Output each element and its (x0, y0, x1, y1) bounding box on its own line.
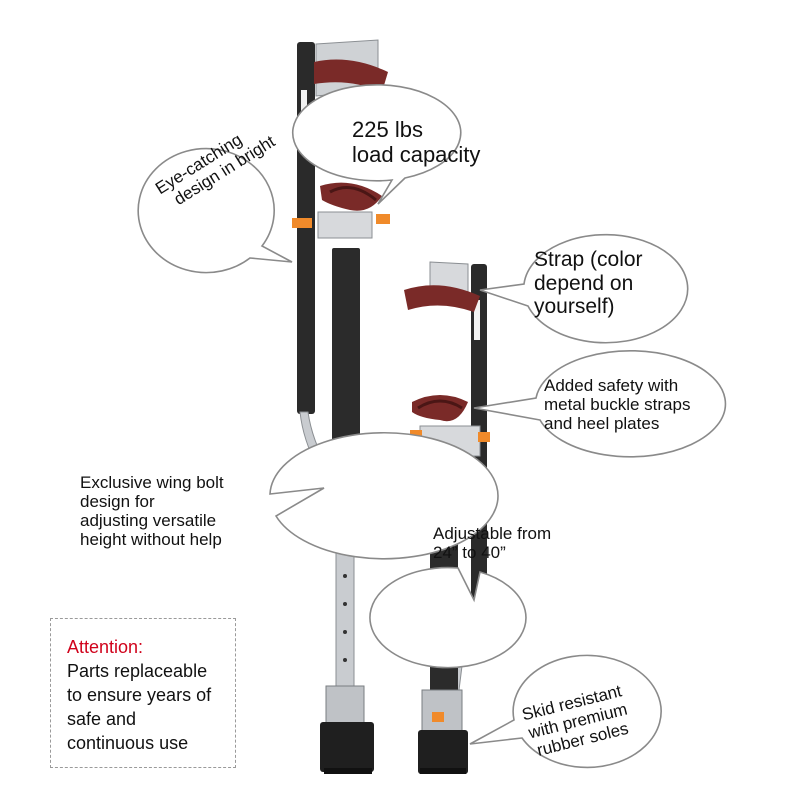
callout-safety: Added safety with metal buckle straps an… (544, 376, 690, 433)
callout-adjustable: Adjustable from 24” to 40” (433, 524, 551, 562)
callout-line: metal buckle straps (544, 395, 691, 415)
speech-bubbles (137, 84, 727, 769)
callout-line: Adjustable from (433, 524, 552, 543)
bubble-load-capacity (292, 84, 462, 205)
attention-line: Parts replaceable (67, 661, 208, 681)
callout-strap: Strap (color depend on yourself) (534, 248, 643, 319)
callout-line: adjusting versatile (80, 511, 217, 531)
callout-line: height without help (80, 530, 222, 550)
attention-title: Attention: (67, 637, 144, 657)
bubble-skid (469, 654, 662, 769)
callout-line: Added safety with (544, 376, 679, 395)
attention-box: Attention: Parts replaceable to ensure y… (50, 618, 236, 768)
callout-wing-bolt: Exclusive wing bolt design for adjusting… (80, 473, 224, 549)
attention-line: continuous use (67, 732, 189, 753)
attention-line: safe and (67, 708, 137, 729)
callout-line: Strap (color (534, 248, 643, 271)
bubble-eye-catching (137, 147, 293, 274)
bubble-adjustable (369, 566, 527, 669)
bubble-strap (479, 233, 689, 344)
callout-line: 225 lbs (352, 117, 423, 142)
bubble-wing-bolt (269, 431, 499, 560)
callout-line: design for (80, 492, 155, 512)
callout-line: yourself) (534, 295, 615, 319)
attention-line: to ensure years of (67, 684, 212, 705)
bubble-safety (473, 349, 727, 458)
callout-line: 24” to 40” (433, 543, 506, 563)
callout-line: depend on (534, 271, 634, 295)
callout-line: Exclusive wing bolt (80, 473, 224, 492)
callout-line: load capacity (352, 141, 481, 167)
callout-load-capacity: 225 lbs load capacity (352, 117, 481, 167)
callout-line: and heel plates (544, 414, 660, 434)
